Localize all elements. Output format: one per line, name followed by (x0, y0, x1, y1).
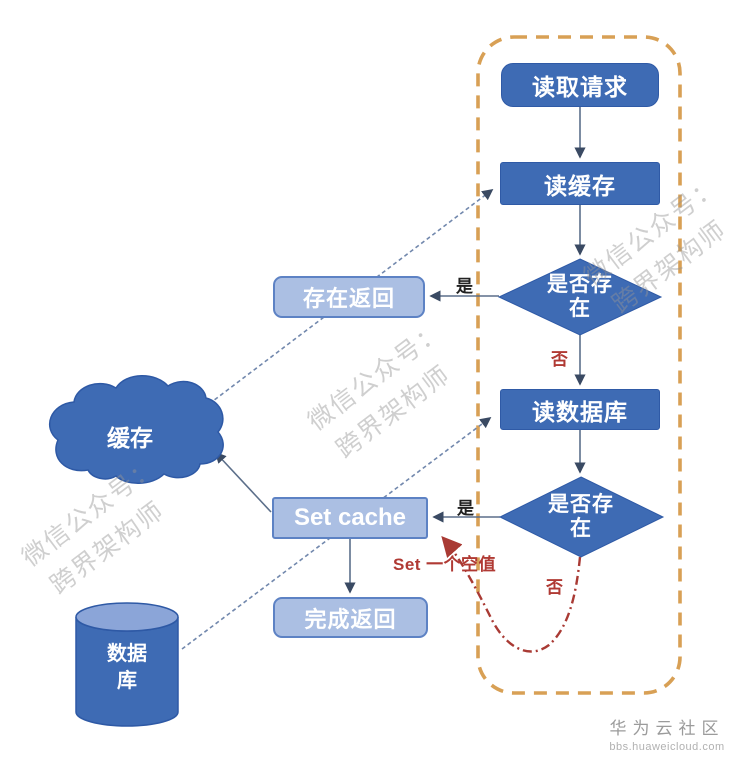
edge-set-cache-to-cache-cloud (214, 451, 272, 513)
edge-label-db-no: 否 (546, 578, 563, 597)
cache-cloud-shape (48, 375, 224, 484)
node-read-cache: 读缓存 (500, 162, 660, 205)
cache-exists-label: 是否存在 (547, 273, 613, 320)
community-url: bbs.huaweicloud.com (609, 741, 725, 753)
edge-label-cache-no: 否 (551, 350, 568, 369)
footer-branding: 华为云社区 bbs.huaweicloud.com (596, 714, 738, 753)
edge-label-cache-yes: 是 (456, 277, 473, 296)
database-cylinder-top (75, 602, 179, 632)
edge-label-set-null: Set 一个空值 (393, 555, 497, 574)
node-done-return: 完成返回 (273, 597, 428, 638)
node-read-request: 读取请求 (501, 63, 659, 107)
cache-exists-diamond (497, 258, 663, 336)
node-read-database: 读数据库 (500, 389, 660, 430)
db-exists-diamond (498, 476, 665, 558)
db-exists-label: 是否存在 (548, 493, 614, 540)
dashed-frame (476, 35, 682, 695)
edge-label-db-yes: 是 (457, 499, 474, 518)
community-name: 华为云社区 (609, 719, 725, 738)
node-exists-return: 存在返回 (273, 276, 425, 318)
database-label: 数据库 (107, 643, 147, 692)
node-set-cache: Set cache (272, 497, 428, 539)
cache-cloud-label: 缓存 (107, 425, 153, 451)
